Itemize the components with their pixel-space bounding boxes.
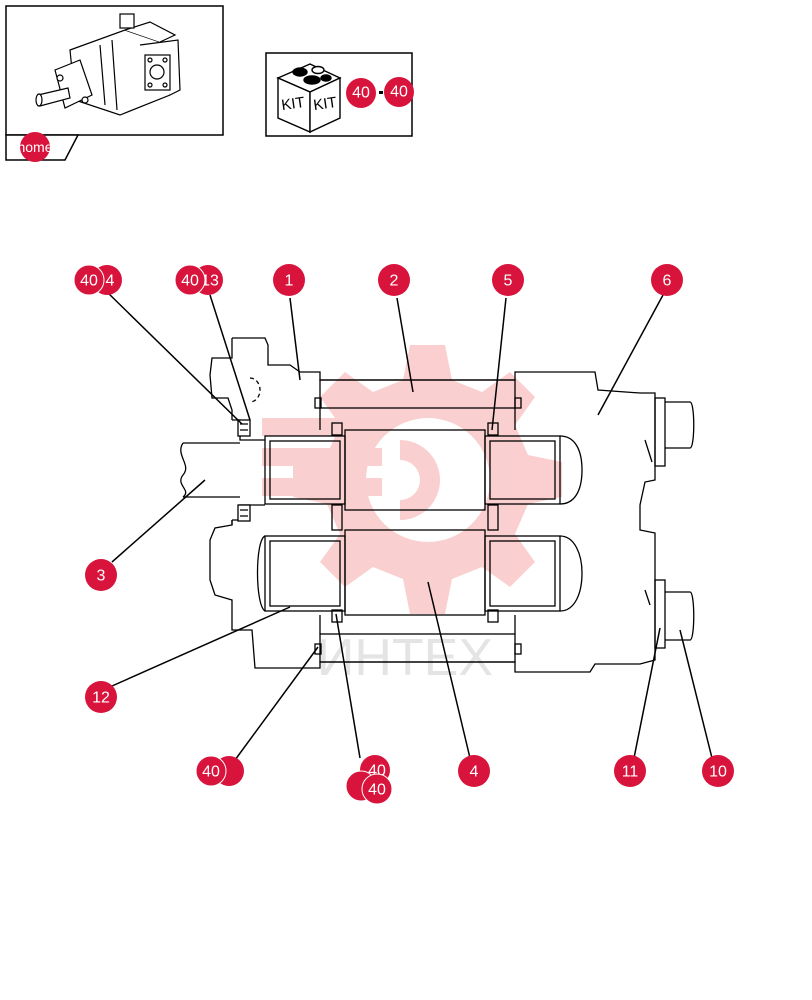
pump-cross-section [180, 337, 695, 673]
kit-ref-badge-2[interactable]: 40 [384, 77, 414, 107]
callout-10-label[interactable]: 10 [709, 764, 727, 781]
callout-1-label[interactable]: 1 [285, 273, 294, 290]
kit-label-right: KIT [312, 94, 337, 114]
callout-6-label[interactable]: 6 [663, 273, 672, 290]
callout-10[interactable]: 10 [702, 755, 734, 787]
callout-13-label[interactable]: 40 [181, 273, 199, 290]
pump-thumbnail[interactable]: home [5, 5, 224, 162]
callout-40b-label[interactable]: 40 [368, 782, 386, 799]
callout-4-label[interactable]: 4 [470, 764, 479, 781]
callout-40a-label[interactable]: 40 [202, 764, 220, 781]
kit-ref-separator [379, 91, 383, 94]
callout-11-label[interactable]: 11 [622, 764, 639, 781]
kit-ref-label-1[interactable]: 40 [352, 85, 370, 102]
callout-4a[interactable]: 4 40 [73, 264, 122, 296]
home-badge[interactable] [20, 132, 50, 162]
callout-13[interactable]: 13 40 [174, 264, 223, 296]
callout-3-label[interactable]: 3 [97, 568, 106, 585]
callout-13-back-label[interactable]: 13 [201, 273, 219, 290]
callout-5-label[interactable]: 5 [504, 273, 513, 290]
callout-4a-label[interactable]: 40 [80, 273, 98, 290]
home-label[interactable]: home [17, 139, 52, 155]
kit-box-icon [276, 63, 342, 134]
watermark-logo [262, 345, 562, 614]
callout-4[interactable]: 4 [458, 755, 490, 787]
callout-12-label[interactable]: 12 [92, 690, 110, 707]
callout-40b[interactable]: 40 40 [345, 755, 393, 805]
callout-2-label[interactable]: 2 [390, 273, 399, 290]
callout-1[interactable]: 1 [273, 264, 305, 296]
callout-5[interactable]: 5 [492, 264, 524, 296]
pump-thumbnail-illustration [35, 13, 181, 116]
callout-2[interactable]: 2 [378, 264, 410, 296]
kit-ref-badge-1[interactable]: 40 [346, 78, 376, 108]
kit-panel[interactable]: KIT KIT 40 40 [265, 52, 414, 137]
callout-4a-back-label[interactable]: 4 [106, 273, 115, 290]
home-tab[interactable]: home [5, 132, 80, 162]
callout-3[interactable]: 3 [85, 559, 117, 591]
kit-ref-label-2[interactable]: 40 [390, 84, 408, 101]
kit-label-left: KIT [280, 94, 305, 114]
callout-40a[interactable]: 40 [195, 755, 244, 787]
leader-lines [104, 289, 713, 761]
callout-6[interactable]: 6 [651, 264, 683, 296]
callout-11[interactable]: 11 [614, 755, 646, 787]
callout-12[interactable]: 12 [85, 681, 117, 713]
